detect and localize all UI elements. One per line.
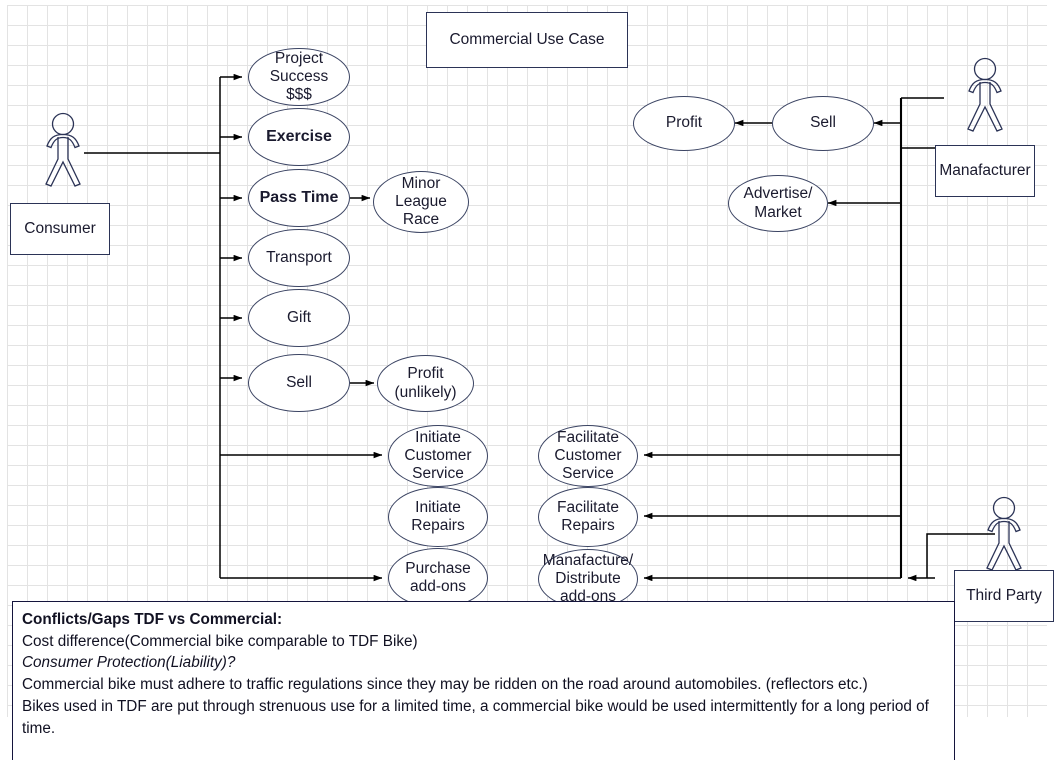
page-title: Commercial Use Case xyxy=(449,31,605,48)
use-case-transport[interactable]: Transport xyxy=(248,229,350,287)
use-case-label: Sell xyxy=(810,114,836,132)
actor-label: Third Party xyxy=(966,587,1042,604)
actor-label: Consumer xyxy=(24,220,96,237)
use-case-gift[interactable]: Gift xyxy=(248,289,350,347)
use-case-label: Sell xyxy=(286,373,312,391)
use-case-profit[interactable]: Profit xyxy=(633,96,735,151)
actor-manafacturer-label-box[interactable]: Manafacturer xyxy=(935,145,1035,197)
use-case-label: Profit xyxy=(665,114,703,132)
use-case-pass-time[interactable]: Pass Time xyxy=(248,169,350,227)
actor-consumer[interactable] xyxy=(38,112,88,195)
use-case-label: Pass Time xyxy=(259,188,339,206)
actor-consumer-label-box[interactable]: Consumer xyxy=(10,203,110,255)
actor-figure-icon xyxy=(986,496,1022,571)
actor-third-party[interactable] xyxy=(979,496,1029,579)
actor-label: Manafacturer xyxy=(939,162,1031,179)
use-case-label: Exercise xyxy=(266,127,332,145)
use-case-sell-manafacturer[interactable]: Sell xyxy=(772,96,874,151)
use-case-profit-unlikely[interactable]: Profit(unlikely) xyxy=(377,355,474,412)
note-line: Consumer Protection(Liability)? xyxy=(22,654,236,672)
note-line: Commercial bike must adhere to traffic r… xyxy=(22,676,868,694)
edge-third-party-route xyxy=(926,533,995,578)
note-line: Conflicts/Gaps TDF vs Commercial: xyxy=(22,611,283,628)
actor-figure-icon xyxy=(45,112,81,187)
diagram-title-box: Commercial Use Case xyxy=(426,12,628,68)
note-line: Bikes used in TDF are put through strenu… xyxy=(22,697,929,737)
use-case-label: Gift xyxy=(286,308,312,326)
use-case-label: Transport xyxy=(266,248,332,266)
note-line: Cost difference(Commercial bike comparab… xyxy=(22,632,418,650)
use-case-advertise-market[interactable]: Advertise/Market xyxy=(728,175,828,232)
use-case-label: Advertise/Market xyxy=(743,185,813,221)
actor-third-party-label-box[interactable]: Third Party xyxy=(954,570,1054,622)
note-box: Conflicts/Gaps TDF vs Commercial: Cost d… xyxy=(12,601,955,760)
use-case-sell-consumer[interactable]: Sell xyxy=(248,354,350,412)
actor-manafacturer[interactable] xyxy=(960,57,1010,140)
actor-figure-icon xyxy=(967,57,1003,132)
use-case-exercise[interactable]: Exercise xyxy=(248,108,350,166)
use-case-label: Profit(unlikely) xyxy=(394,365,457,401)
